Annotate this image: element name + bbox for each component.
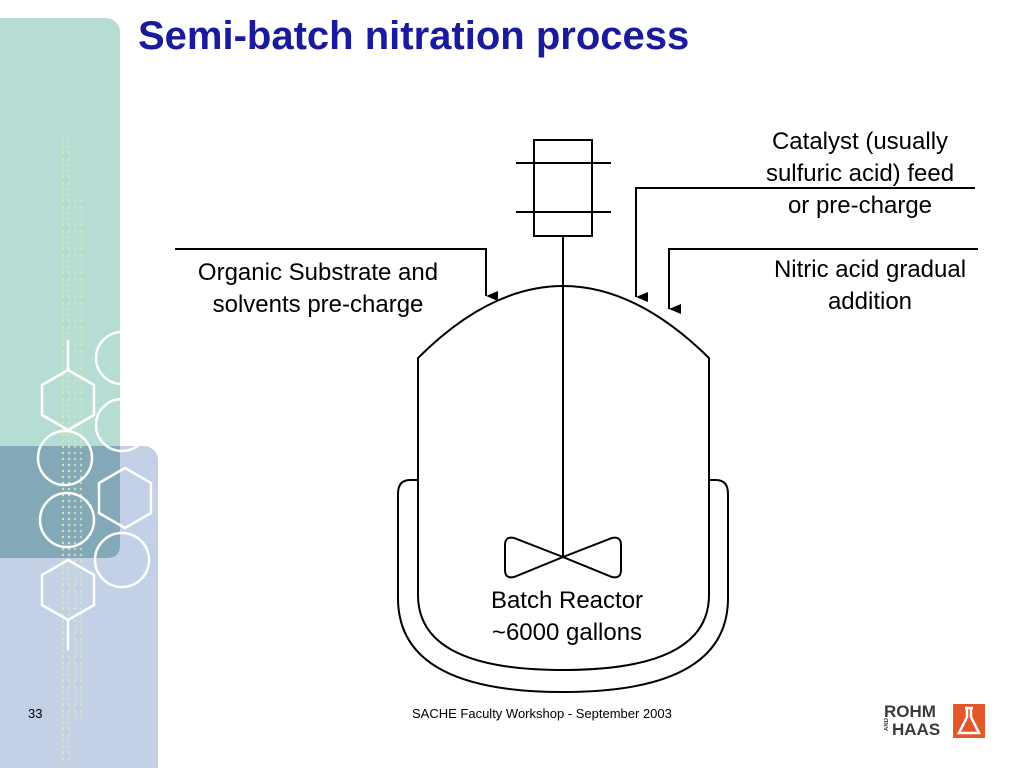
overlap-panel xyxy=(0,446,120,558)
organic-feed-line xyxy=(175,248,498,301)
background-decoration xyxy=(0,18,158,768)
organic-label-line-1: Organic Substrate and xyxy=(197,259,439,286)
organic-label-line-2: solvents pre-charge xyxy=(212,291,424,318)
logo-word-and: AND xyxy=(884,718,890,731)
logo-word-haas: HAAS xyxy=(892,720,941,739)
reactor-jacket xyxy=(397,479,729,694)
dot-column-1 xyxy=(62,140,74,760)
impeller-blade-left xyxy=(504,536,566,579)
nitric-feed-line xyxy=(668,248,978,314)
batch-reactor-label: Batch Reactor ~6000 gallons xyxy=(463,585,671,649)
rohm-haas-logo: ROHM AND HAAS xyxy=(882,703,986,741)
catalyst-feed-line xyxy=(635,187,975,302)
page-number: 33 xyxy=(28,706,43,721)
agitator-motor xyxy=(533,139,593,237)
catalyst-label-line-3: or pre-charge xyxy=(787,192,933,219)
catalyst-label: Catalyst (usually sulfuric acid) feed or… xyxy=(740,126,980,222)
molecule-outline xyxy=(36,330,153,650)
impeller-blade-right xyxy=(560,536,622,579)
nitric-label-line-1: Nitric acid gradual xyxy=(773,256,967,283)
flask-icon xyxy=(953,704,985,738)
nitric-label-line-2: addition xyxy=(827,288,913,315)
catalyst-label-line-2: sulfuric acid) feed xyxy=(765,160,955,187)
reactor-label-line-1: Batch Reactor xyxy=(490,587,644,614)
reactor-label-line-2: ~6000 gallons xyxy=(491,619,643,646)
organic-substrate-label: Organic Substrate and solvents pre-charg… xyxy=(178,257,458,321)
dot-column-2 xyxy=(74,200,82,720)
catalyst-label-line-1: Catalyst (usually xyxy=(771,128,949,155)
teal-panel xyxy=(0,18,120,558)
reactor-vessel xyxy=(417,284,710,672)
nitric-acid-label: Nitric acid gradual addition xyxy=(755,254,985,318)
slide-title: Semi-batch nitration process xyxy=(138,14,690,58)
logo-word-rohm: ROHM xyxy=(884,702,936,721)
footer-text: SACHE Faculty Workshop - September 2003 xyxy=(412,706,672,721)
